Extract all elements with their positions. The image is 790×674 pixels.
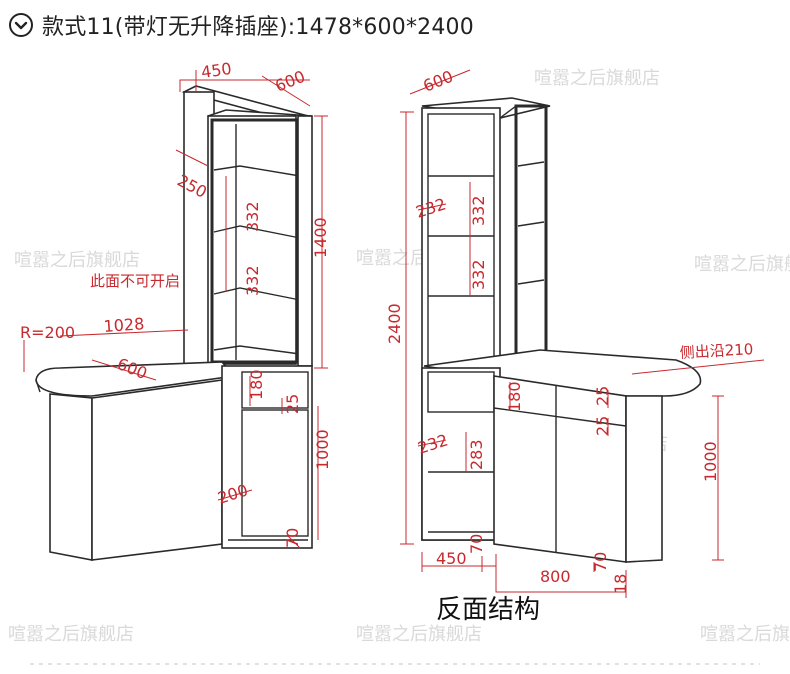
dim-bottom-width-b: 800 [540,567,571,586]
dim-total-height: 2400 [385,303,404,344]
dim-side-gap: 18 [611,574,630,594]
dim-tower-height: 1400 [311,217,330,258]
dim-back-tower-depth: 600 [420,67,455,96]
dim-shelf-1: 332 [243,201,262,232]
dim-back-drawer-height: 180 [505,381,524,412]
dim-back-plinth-a: 70 [467,534,486,554]
watermark: 喧嚣之后旗舰店 [700,624,790,645]
caption-back-structure: 反面结构 [436,595,540,625]
watermark: 喧嚣之后旗舰店 [694,254,790,275]
dim-tower-depth: 600 [272,67,307,96]
watermark: 喧嚣之后旗舰店 [534,68,660,89]
watermark: 喧嚣之后旗舰店 [14,250,140,271]
dim-side-overhang: 侧出沿210 [679,340,753,362]
watermark: 喧嚣之后旗舰店 [356,624,482,645]
dim-bottom-width-a: 450 [436,549,467,568]
dim-back-cabinet-height: 1000 [701,441,720,482]
dim-drawer-gap: 25 [283,394,302,414]
dim-back-shelf-1: 332 [469,195,488,226]
chevron-down-circle-icon [9,13,33,37]
note-non-openable: 此面不可开启 [90,272,180,290]
dim-back-drawer-gap-a: 25 [593,386,612,406]
dim-desk-length: 1028 [103,314,145,336]
back-view: 600 232 332 332 2400 侧出沿210 180 25 25 10… [385,67,765,625]
dim-back-drawer-gap-b: 25 [593,416,612,436]
dim-back-plinth-b: 70 [591,552,610,572]
dim-drawer-height: 180 [247,369,266,400]
dim-radius: R=200 [20,323,75,342]
front-view: 450 600 250 332 332 1400 此面不可开启 R=200 10… [20,59,332,561]
dim-tower-width: 450 [200,59,233,82]
dim-cabinet-height: 1000 [313,429,332,470]
dim-low-shelf: 283 [467,439,486,470]
header: 款式11(带灯无升降插座):1478*600*2400 [8,8,474,42]
dim-shelf-2: 332 [243,265,262,296]
dim-plinth: 70 [283,528,302,548]
dim-back-shelf-2: 332 [469,259,488,290]
page-title: 款式11(带灯无升降插座):1478*600*2400 [42,15,474,40]
watermark: 喧嚣之后旗舰店 [8,624,134,645]
